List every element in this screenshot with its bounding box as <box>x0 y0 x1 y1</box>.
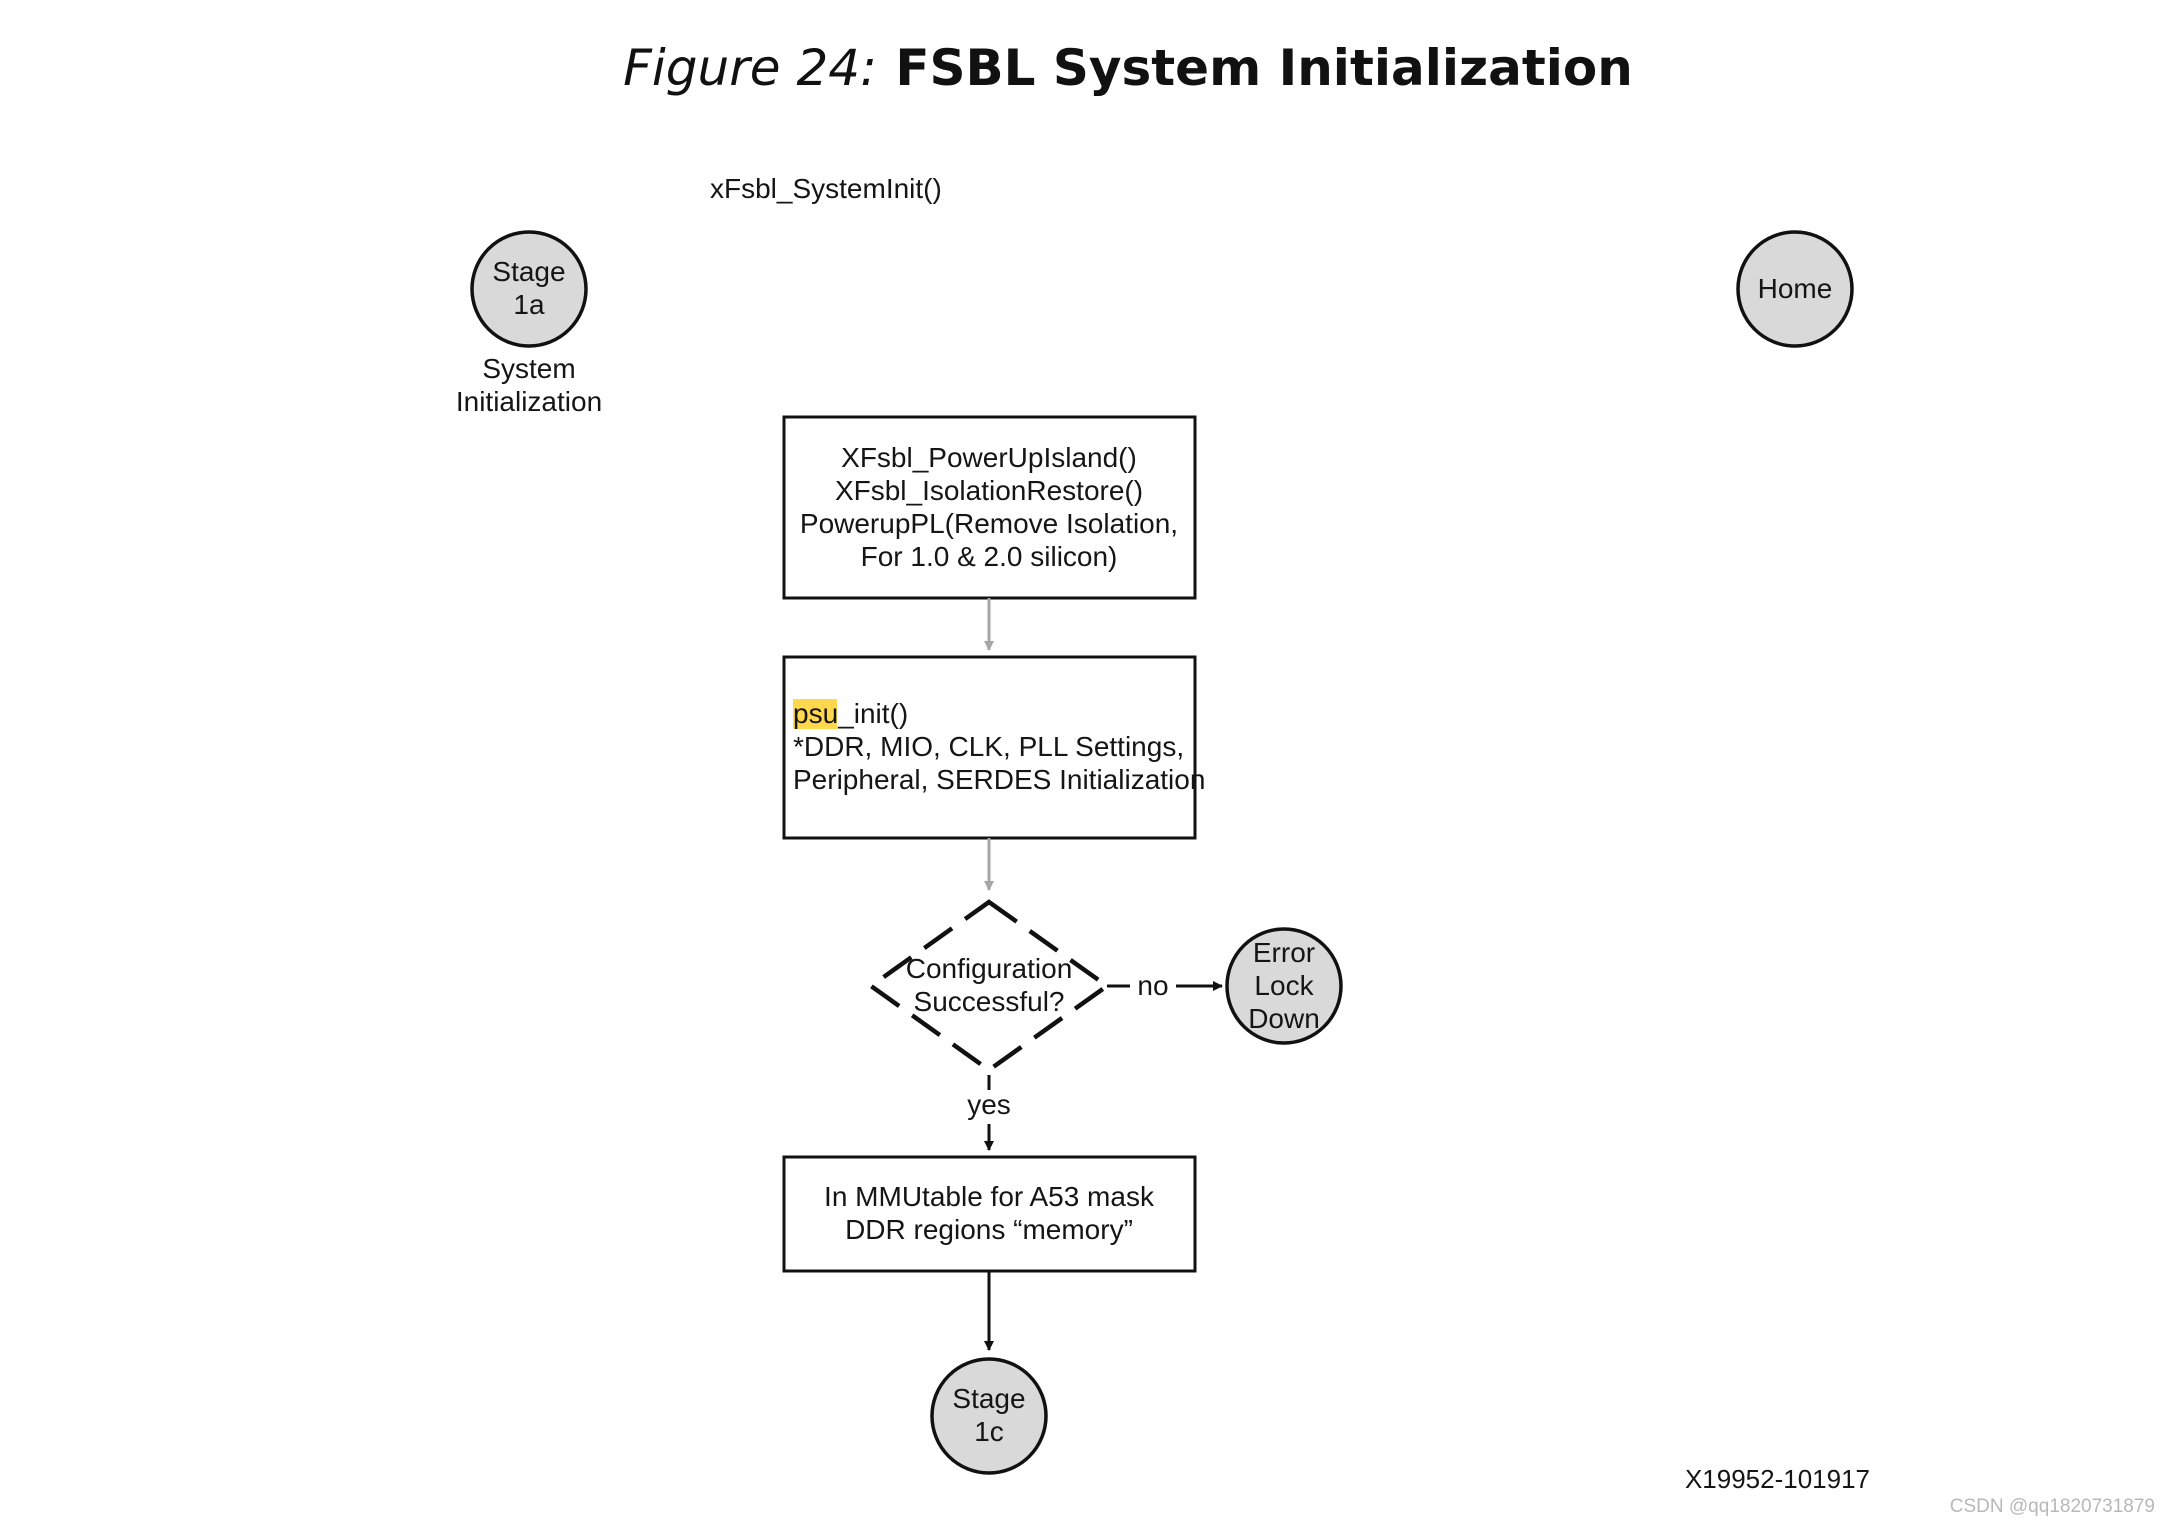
no-edge-label: no <box>1137 970 1168 1001</box>
power-up-line4: For 1.0 & 2.0 silicon) <box>861 541 1118 572</box>
error-line3: Down <box>1248 1003 1320 1034</box>
home-circle <box>1736 230 1854 348</box>
error-lock-down-node: Error Lock Down <box>1225 927 1343 1045</box>
configuration-decision: Configuration Successful? <box>867 899 1111 1073</box>
stage-1a-node: Stage 1a <box>470 230 588 348</box>
stage-1c-circle <box>930 1357 1048 1475</box>
error-line1: Error <box>1253 937 1315 968</box>
psu-init-line1: psu_init() <box>793 698 908 729</box>
power-up-line3: PowerupPL(Remove Isolation, <box>800 508 1178 539</box>
decision-line1: Configuration <box>906 953 1073 984</box>
stage-1a-caption: System Initialization <box>456 353 602 417</box>
error-lock-down-circle <box>1225 927 1343 1045</box>
mmu-process-box: In MMUtable for A53 mask DDR regions “me… <box>782 1155 1197 1273</box>
figure-title: Figure 24: FSBL System Initialization <box>623 39 1633 97</box>
function-name-label: xFsbl_SystemInit() <box>710 173 942 204</box>
document-id: X19952-101917 <box>1685 1464 1870 1494</box>
home-label: Home <box>1758 273 1833 304</box>
psu-init-box-rect <box>782 655 1197 840</box>
stage-1a-circle <box>470 230 588 348</box>
stage-1a-line1: Stage <box>492 256 565 287</box>
psu-init-process-box: psu_init() *DDR, MIO, CLK, PLL Settings,… <box>782 655 1205 840</box>
psu-init-rest-text: _init() <box>837 698 908 729</box>
yes-edge-label: yes <box>967 1089 1011 1120</box>
stage-1a-caption-line1: System <box>482 353 575 384</box>
decision-line2: Successful? <box>914 986 1065 1017</box>
home-node: Home <box>1736 230 1854 348</box>
figure-number: Figure 24: <box>623 39 877 97</box>
power-up-line1: XFsbl_PowerUpIsland() <box>841 442 1137 473</box>
error-line2: Lock <box>1254 970 1314 1001</box>
power-up-process-box: XFsbl_PowerUpIsland() XFsbl_IsolationRes… <box>782 415 1197 600</box>
svg-text:Figure 24: FSBL System I: Figure 24: FSBL System Initialization <box>623 39 1633 97</box>
mmu-line2: DDR regions “memory” <box>845 1214 1133 1245</box>
stage-1a-line2: 1a <box>513 289 545 320</box>
psu-init-line2: *DDR, MIO, CLK, PLL Settings, <box>793 731 1184 762</box>
mmu-line1: In MMUtable for A53 mask <box>824 1181 1155 1212</box>
psu-highlight-text: psu <box>793 698 838 729</box>
watermark-text: CSDN @qq1820731879 <box>1950 1496 2155 1517</box>
decision-diamond <box>867 899 1111 1073</box>
stage-1c-node: Stage 1c <box>930 1357 1048 1475</box>
psu-init-line3: Peripheral, SERDES Initialization <box>793 764 1205 795</box>
mmu-box-rect <box>782 1155 1197 1273</box>
stage-1c-line1: Stage <box>952 1383 1025 1414</box>
stage-1c-line2: 1c <box>974 1416 1004 1447</box>
stage-1a-caption-line2: Initialization <box>456 386 602 417</box>
power-up-line2: XFsbl_IsolationRestore() <box>835 475 1143 506</box>
psu-highlight-mark <box>793 699 837 729</box>
figure-title-text: FSBL System Initialization <box>895 39 1632 97</box>
